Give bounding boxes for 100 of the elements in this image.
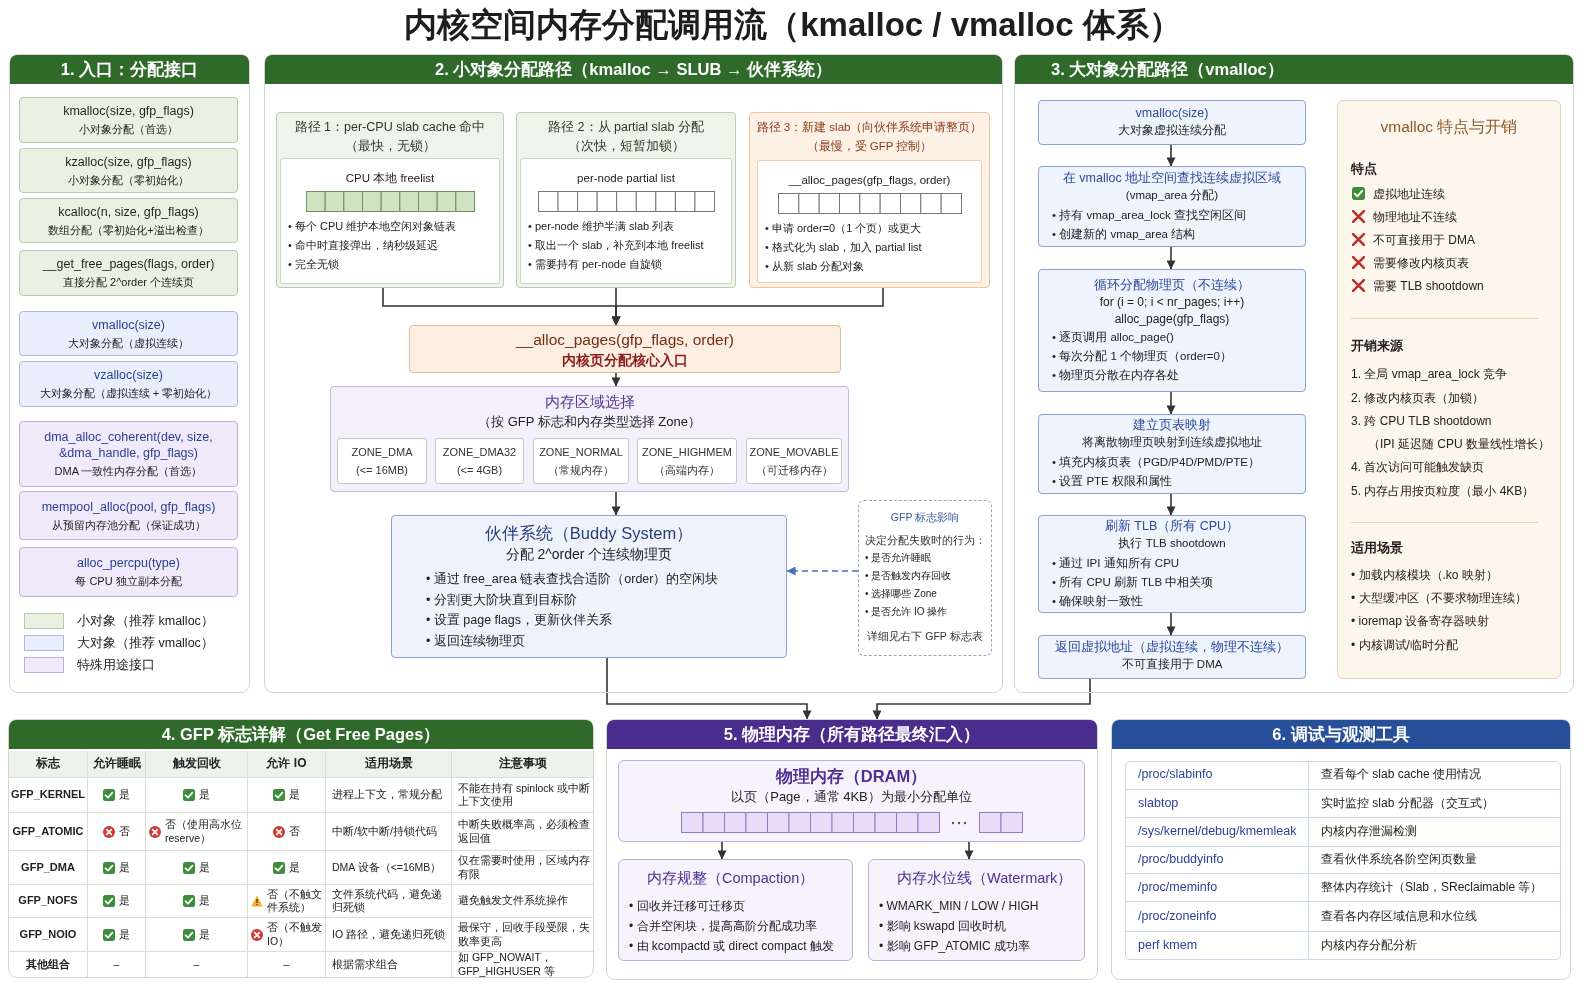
buddy-system-box [391, 515, 787, 658]
feature-item: 不可直接用于 DMA [1373, 232, 1475, 249]
list-item: • 是否允许睡眠 [865, 551, 932, 565]
description: 小对象分配（首选） [79, 122, 178, 137]
table-cell: GFP_DMA [9, 851, 88, 885]
cell-text: 是 [119, 788, 130, 802]
table-cell: GFP_KERNEL [9, 778, 88, 813]
table-cell: IO 路径，避免递归死锁 [326, 918, 452, 952]
table-cell: 进程上下文，常规分配 [326, 778, 452, 813]
slab-list-box [757, 160, 982, 283]
list-item: • 设置 PTE 权限和属性 [1052, 474, 1172, 489]
api-card [19, 547, 238, 597]
arrow [606, 657, 812, 720]
description: 大对象分配（虚拟连续） [68, 335, 189, 351]
table-cell: DMA 设备（<=16MB） [326, 851, 452, 885]
zone-name: ZONE_DMA32 [442, 445, 517, 460]
cell-text: 否（不触文件系统） [267, 887, 322, 915]
list-item: • 通过 IPI 通知所有 CPU [1052, 555, 1180, 571]
zone-box [337, 438, 427, 484]
memory-title: 物理内存（DRAM） [775, 766, 928, 787]
cell-text: 是 [119, 860, 130, 875]
arrow [611, 491, 621, 516]
table-cell: 最保守，回收手段受限，失败率更高 [452, 918, 593, 952]
arrow [872, 678, 1091, 720]
cell-text: 是 [199, 894, 210, 908]
step-title: 循环分配物理页（不连续） [1094, 276, 1250, 294]
path-title: 路径 3：新建 slab（向伙伴系统申请整页） [756, 120, 983, 135]
zone-range: (<= 4GB) [456, 463, 503, 478]
cost-item: （IPI 延迟随 CPU 数量线性增长） [1368, 436, 1550, 453]
table-cell: GFP_NOIO [9, 918, 88, 952]
zone-name: ZONE_HIGHMEM [642, 445, 732, 460]
step-title: vmalloc(size) [1135, 104, 1209, 122]
memory-box [618, 760, 1085, 842]
list-item: • 取出一个 slab，补充到本地 freelist [528, 238, 704, 253]
section-panel [264, 54, 1003, 693]
subsection-heading: 特点 [1351, 160, 1377, 178]
cell-text: 是 [199, 927, 210, 942]
table-cell: GFP_NOFS [9, 885, 88, 918]
zone-range: （常规内存） [548, 463, 614, 478]
step-subtitle: 将离散物理页映射到连续虚拟地址 [1082, 435, 1262, 450]
info-box [868, 859, 1085, 961]
step-subtitle: 大对象虚拟连续分配 [1118, 122, 1226, 138]
zone-box [533, 438, 629, 484]
table-cell-text: 内核内存分配分析 [1320, 937, 1418, 955]
path-card [276, 112, 504, 288]
table-cell: 文件系统代码，避免递归死锁 [326, 885, 452, 918]
list-item: • 命中时直接弹出，纳秒级延迟 [288, 238, 438, 253]
note-title: GFP 标志影响 [890, 510, 960, 525]
cell-text: 是 [199, 788, 210, 802]
diagram-title: 内核空间内存分配调用流（kmalloc / vmalloc 体系） [404, 5, 1182, 45]
slab-list-box [280, 158, 500, 284]
path-title: 路径 2：从 partial slab 分配 [548, 119, 704, 136]
subsection-heading: 开销来源 [1351, 337, 1403, 355]
api-card [19, 361, 238, 407]
tool-cell: slabtop [1125, 790, 1309, 818]
list-item: • ioremap 设备寄存器映射 [1351, 613, 1490, 630]
list-item: • 加载内核模块（.ko 映射） [1351, 567, 1498, 584]
step-title: 刷新 TLB（所有 CPU） [1104, 517, 1240, 535]
cost-item: 5. 内存占用按页粒度（最小 4KB） [1351, 483, 1535, 500]
legend-label: 特殊用途接口 [77, 657, 155, 673]
list-item: • 填充内核页表（PGD/P4D/PMD/PTE） [1052, 455, 1261, 470]
api-card [19, 491, 238, 540]
tool-cell: /proc/buddyinfo [1125, 847, 1309, 874]
table-cell: 仅在需要时使用，区域内存有限 [452, 851, 593, 885]
cell-text: 是 [119, 927, 130, 942]
process-box [1038, 269, 1306, 392]
process-box [1038, 100, 1306, 145]
list-title: __alloc_pages(gfp_flags, order) [788, 173, 951, 188]
path-title: 路径 1：per-CPU slab cache 命中 [294, 119, 486, 136]
cell-text: 否 [289, 824, 300, 839]
column-header: 适用场景 [326, 751, 452, 778]
function-signature: __get_free_pages(flags, order) [42, 256, 215, 272]
column-header: 允许睡眠 [88, 751, 146, 778]
system-subtitle: 分配 2^order 个连续物理页 [505, 545, 673, 564]
table-cell: 查看各内存区域信息和水位线 [1309, 902, 1561, 932]
system-title: 伙伴系统（Buddy System） [484, 523, 694, 544]
api-card [19, 421, 238, 487]
list-item: • WMARK_MIN / LOW / HIGH [879, 898, 1039, 915]
path-card [749, 112, 990, 288]
info-box [618, 859, 853, 961]
code-line: alloc_page(gfp_flags) [1114, 310, 1230, 328]
memory-subtitle: 以页（Page，通常 4KB）为最小分配单位 [731, 788, 972, 806]
function-signature: kmalloc(size, gfp_flags) [63, 103, 194, 119]
description: 直接分配 2^order 个连续页 [62, 275, 195, 290]
slab-list-box [520, 158, 732, 284]
column-header: 允许 IO [248, 751, 326, 778]
tool-cell: perf kmem [1125, 932, 1309, 960]
arrow [611, 372, 621, 387]
list-item: • 大型缓冲区（不要求物理连续） [1351, 590, 1527, 607]
table-cell: 整体内存统计（Slab，SReclaimable 等） [1309, 874, 1561, 902]
table-cell: 避免触发文件系统操作 [452, 885, 593, 918]
zone-box [746, 438, 842, 484]
legend-label: 小对象（推荐 kmalloc） [77, 613, 214, 629]
area-title: 内存区域选择 [544, 392, 635, 412]
description: 小对象分配（零初始化） [68, 172, 189, 188]
function-signature: mempool_alloc(pool, gfp_flags) [41, 498, 216, 515]
section-panel [9, 54, 250, 693]
description: 大对象分配（虚拟连续 + 零初始化） [39, 386, 218, 401]
description: 从预留内存池分配（保证成功） [51, 517, 206, 533]
api-card [19, 198, 238, 243]
